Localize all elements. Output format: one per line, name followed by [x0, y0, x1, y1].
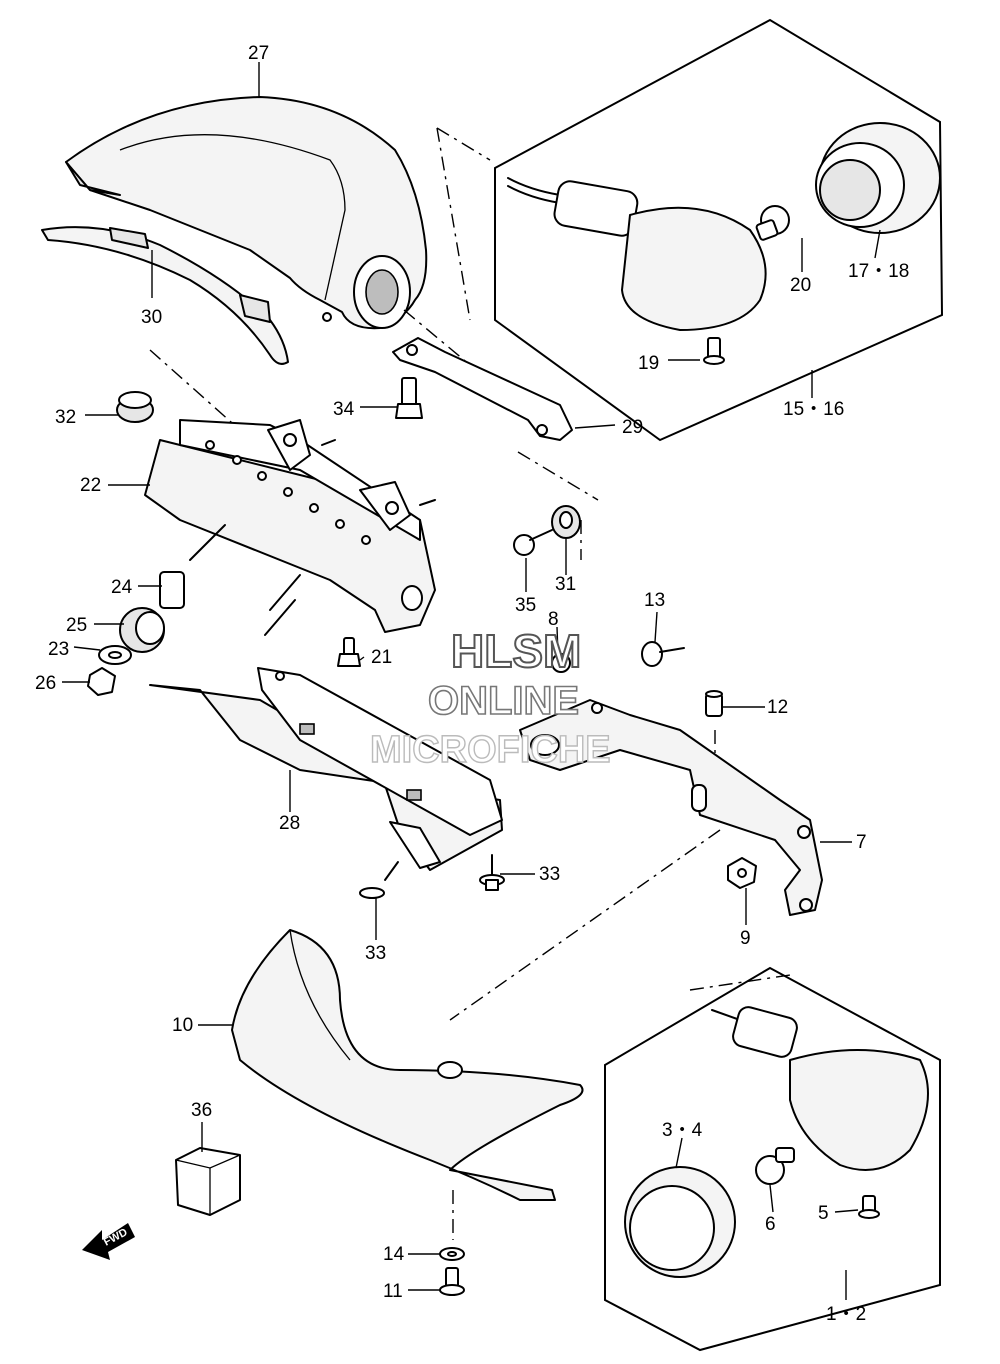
label-26: 26 [35, 673, 56, 694]
part-34-bolt[interactable] [395, 377, 423, 419]
part-19-screw[interactable] [703, 337, 725, 365]
label-32: 32 [55, 407, 76, 428]
watermark-line-3: MICROFICHE [370, 729, 611, 771]
label-25: 25 [66, 615, 87, 636]
part-30-trim[interactable] [41, 226, 289, 365]
part-10-lower-cover[interactable] [231, 929, 584, 1201]
part-14-washer[interactable] [439, 1247, 465, 1261]
part-20-bulb[interactable] [755, 205, 790, 241]
label-1-2: 1・2 [826, 1304, 866, 1325]
label-21: 21 [371, 647, 392, 668]
part-23-washer[interactable] [98, 645, 132, 665]
part-24-collar[interactable] [159, 571, 185, 609]
label-9: 9 [740, 928, 751, 949]
part-9-nut[interactable] [727, 857, 757, 889]
part-36-relay[interactable] [175, 1147, 241, 1216]
turn-signal-assembly-15-16[interactable] [494, 18, 944, 442]
part-11-screw[interactable] [439, 1267, 465, 1296]
label-24: 24 [111, 577, 133, 598]
label-13: 13 [644, 590, 665, 611]
part-8-nut[interactable] [551, 653, 571, 673]
label-33-lower: 33 [365, 943, 386, 964]
label-30: 30 [141, 307, 162, 328]
part-27-rear-cowl[interactable] [65, 96, 428, 330]
label-22: 22 [80, 475, 101, 496]
label-15-16: 15・16 [783, 399, 844, 420]
part-7-signal-bracket[interactable] [519, 699, 823, 916]
label-6: 6 [765, 1214, 776, 1235]
turn-signal-assembly-1-2[interactable] [604, 966, 941, 1352]
part-13-bolt[interactable] [641, 641, 685, 667]
part-5-screw[interactable] [858, 1195, 880, 1219]
dashed-guide-lines [149, 127, 791, 1240]
label-27: 27 [248, 43, 269, 64]
watermark-line-1: HLSM [451, 625, 581, 677]
leader-lines [62, 62, 881, 1300]
part-6-bulb[interactable] [755, 1147, 795, 1185]
fwd-arrow-icon: FWD [82, 1223, 135, 1260]
part-35-screw[interactable] [513, 529, 553, 556]
part-12-spacer[interactable] [705, 690, 723, 717]
label-20: 20 [790, 275, 811, 296]
label-28: 28 [279, 813, 300, 834]
label-12: 12 [767, 697, 788, 718]
part-33-rivet-a[interactable] [359, 861, 399, 899]
watermark-line-2: ONLINE [428, 679, 579, 723]
label-31: 31 [555, 574, 576, 595]
label-17-18: 17・18 [848, 261, 909, 282]
part-31-collar[interactable] [551, 505, 581, 539]
part-17-18-lens[interactable] [815, 122, 941, 234]
part-3-4-lens[interactable] [624, 1166, 736, 1278]
label-36: 36 [191, 1100, 212, 1121]
part-labels: 27 30 17・18 20 19 15・16 32 34 29 22 35 3… [35, 43, 909, 1325]
part-32-grommet[interactable] [116, 391, 154, 423]
part-26-nut[interactable] [87, 667, 116, 696]
label-29: 29 [622, 417, 643, 438]
part-28-lower-bracket[interactable] [149, 667, 503, 871]
label-33-right: 33 [539, 864, 560, 885]
label-10: 10 [172, 1015, 193, 1036]
label-35: 35 [515, 595, 536, 616]
watermark: HLSM ONLINE MICROFICHE [369, 624, 611, 772]
part-29-bracket[interactable] [392, 337, 573, 441]
label-5: 5 [818, 1203, 829, 1224]
label-7: 7 [856, 832, 867, 853]
label-8: 8 [548, 609, 559, 630]
label-11: 11 [383, 1281, 403, 1302]
part-22-license-bracket[interactable] [144, 419, 436, 636]
part-25-rubber[interactable] [119, 607, 165, 653]
label-23: 23 [48, 639, 69, 660]
label-14: 14 [383, 1244, 405, 1265]
part-21-screw[interactable] [337, 637, 361, 667]
label-34: 34 [333, 399, 355, 420]
part-33-rivet-b[interactable] [479, 854, 505, 891]
label-19: 19 [638, 353, 659, 374]
label-3-4: 3・4 [662, 1120, 703, 1141]
